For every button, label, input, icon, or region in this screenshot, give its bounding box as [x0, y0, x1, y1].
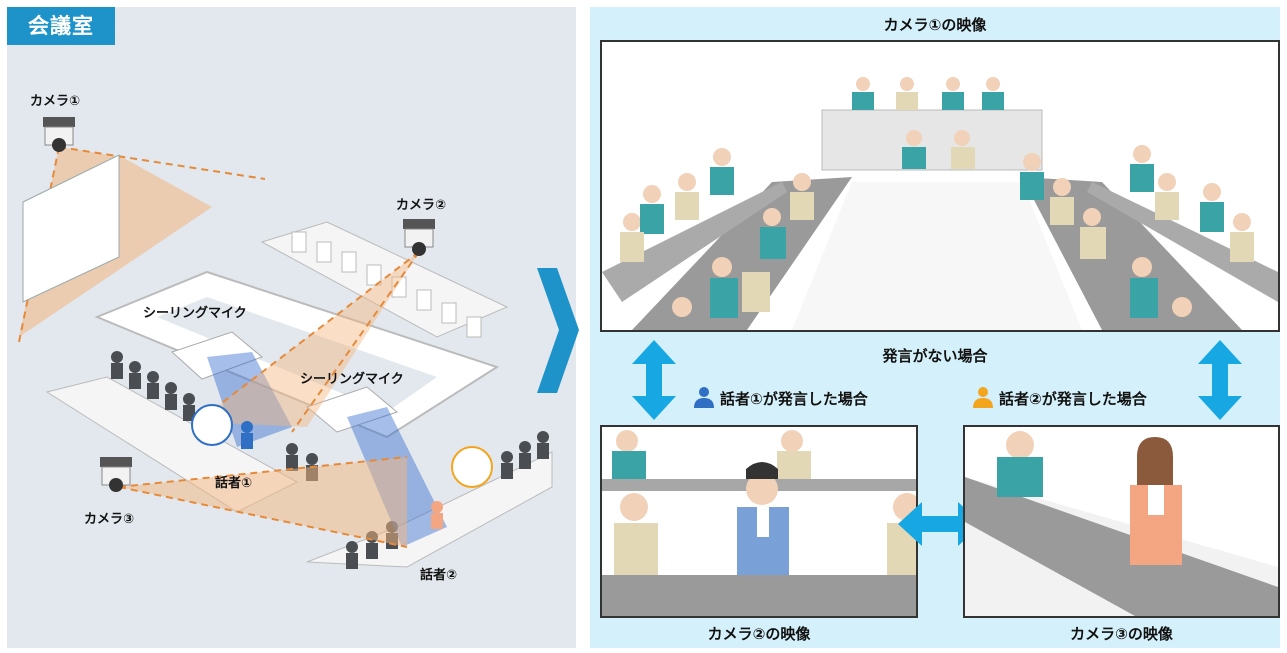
speaker1-figure [241, 421, 253, 449]
u-table-inner [157, 297, 437, 412]
updown-arrow-icon [1198, 340, 1242, 420]
camera2-label: カメラ② [396, 198, 447, 213]
camera3-view-frame [963, 425, 1280, 618]
camera2-fov-edge [196, 251, 420, 423]
camera3-label: カメラ③ [84, 512, 135, 527]
no-speech-label: 発言がない場合 [882, 347, 988, 365]
camera1-view-title: カメラ①の映像 [883, 16, 987, 34]
camera2-fov-edge-2 [291, 251, 420, 433]
chevron-right-icon [537, 268, 579, 393]
speaker2-label: 話者② [420, 568, 458, 583]
room-illustration [18, 117, 553, 569]
leftright-arrow-icon [898, 502, 982, 546]
camera3-device [100, 457, 132, 492]
camera1-view-scene [602, 42, 1278, 330]
camera1-fov-edge [58, 146, 266, 180]
camera1-view-frame [600, 40, 1280, 332]
camera2-device [403, 219, 435, 256]
camera1-label: カメラ① [30, 94, 81, 109]
meeting-room-diagram [7, 7, 576, 648]
updown-arrow-icon [632, 340, 676, 420]
camera2-view-title: カメラ②の映像 [707, 625, 811, 643]
camera2-view-frame [600, 425, 918, 618]
ceiling-mic-2 [305, 386, 399, 433]
seated-attendees [620, 77, 1254, 318]
camera1-device [43, 117, 75, 152]
speaker1-label: 話者① [215, 476, 253, 491]
camera3-view-title: カメラ③の映像 [1070, 625, 1173, 643]
speaker2-case-label: 話者②が発言した場合 [999, 390, 1147, 408]
speaker2-figure [431, 501, 443, 529]
ceiling-mic-2-label: シーリングマイク [300, 372, 404, 387]
person-icon [973, 387, 993, 408]
speaker1-case-label: 話者①が発言した場合 [720, 390, 868, 408]
room-label: 会議室 [7, 7, 115, 45]
ceiling-mic-1-label: シーリングマイク [143, 306, 247, 321]
speaker1-speech-bubble [191, 404, 233, 446]
camera3-fov-edge [118, 456, 408, 488]
camera3-fov-edge-2 [118, 486, 408, 548]
ceiling-mic-1 [171, 331, 263, 380]
camera2-fov [197, 252, 419, 427]
camera2-view-scene [602, 427, 916, 616]
camera3-view-scene [965, 427, 1278, 616]
speaker2-speech-bubble [451, 446, 493, 488]
person-icon [694, 387, 714, 408]
back-chairs [291, 231, 482, 338]
mic1-pickup-cone [207, 352, 292, 447]
wall-screen [22, 154, 120, 303]
